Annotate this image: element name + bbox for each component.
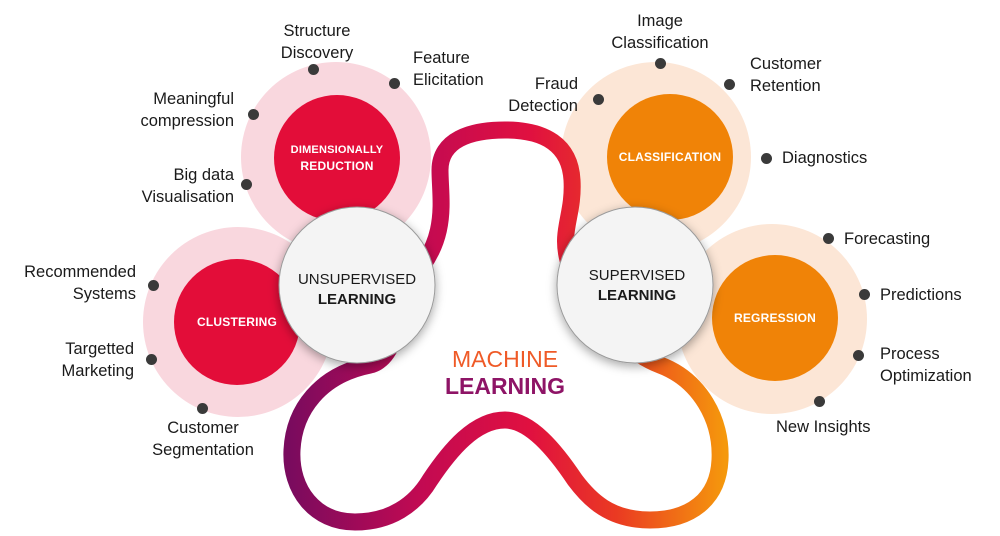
- label-line: compression: [140, 112, 234, 130]
- label-line: Meaningful: [153, 90, 234, 108]
- title-line2: LEARNING: [444, 373, 566, 399]
- regression-label: REGRESSION: [733, 311, 816, 325]
- regression-circle: [712, 255, 838, 381]
- label-structure-discovery: Structure Discovery: [262, 20, 372, 64]
- unsupervised-hub: [278, 206, 436, 364]
- unsupervised-hub-label: UNSUPERVISED LEARNING: [282, 270, 432, 310]
- dimensionality-label-line1: DIMENSIONALLY: [290, 144, 384, 156]
- label-line: Discovery: [280, 44, 354, 62]
- label-new-insights: New Insights: [776, 416, 870, 438]
- dimensionality-label-line2: REDUCTION: [300, 159, 374, 173]
- label-customer-segmentation: Customer Segmentation: [142, 417, 264, 461]
- label-diagnostics: Diagnostics: [782, 147, 867, 169]
- central-loop-path: [283, 121, 729, 531]
- dot-customer-retention: [724, 79, 735, 90]
- label-line: Targetted: [65, 340, 134, 358]
- label-big-data-visualisation: Big data Visualisation: [100, 164, 234, 208]
- label-line: Recommended: [24, 263, 136, 281]
- supervised-line2: LEARNING: [597, 287, 677, 304]
- dot-targetted-marketing: [146, 354, 157, 365]
- clustering-label: CLUSTERING: [197, 315, 277, 329]
- label-line: Forecasting: [844, 230, 931, 248]
- dot-new-insights: [814, 396, 825, 407]
- label-forecasting: Forecasting: [844, 228, 930, 250]
- label-line: Retention: [750, 77, 821, 95]
- label-line: New Insights: [776, 418, 871, 436]
- label-line: Visualisation: [141, 188, 234, 206]
- classification-label: CLASSIFICATION: [618, 150, 722, 164]
- supervised-line1: SUPERVISED: [588, 267, 686, 284]
- label-recommended-systems: Recommended Systems: [0, 261, 136, 305]
- dimensionality-circle: [274, 95, 400, 221]
- dot-big-data-visualisation: [241, 179, 252, 190]
- label-line: Customer: [167, 419, 239, 437]
- dot-image-classification: [655, 58, 666, 69]
- dot-meaningful-compression: [248, 109, 259, 120]
- dot-recommended-systems: [148, 280, 159, 291]
- label-fraud-detection: Fraud Detection: [480, 73, 578, 117]
- dot-fraud-detection: [593, 94, 604, 105]
- classification-circle: [607, 94, 733, 220]
- unsupervised-line1: UNSUPERVISED: [297, 271, 417, 288]
- label-line: Structure: [283, 22, 351, 40]
- label-line: Big data: [173, 166, 234, 184]
- clustering-circle: [174, 259, 300, 385]
- label-line: Classification: [611, 34, 709, 52]
- label-predictions: Predictions: [880, 284, 962, 306]
- dot-feature-elicitation: [389, 78, 400, 89]
- dot-predictions: [859, 289, 870, 300]
- supervised-hub: [556, 206, 714, 364]
- label-customer-retention: Customer Retention: [750, 53, 822, 97]
- diagram-title: MACHINE LEARNING: [430, 346, 580, 400]
- dot-forecasting: [823, 233, 834, 244]
- dot-customer-segmentation: [197, 403, 208, 414]
- label-feature-elicitation: Feature Elicitation: [413, 47, 484, 91]
- label-meaningful-compression: Meaningful compression: [100, 88, 234, 132]
- label-line: Optimization: [880, 367, 972, 385]
- label-line: Systems: [72, 285, 136, 303]
- label-line: Segmentation: [152, 441, 254, 459]
- label-line: Detection: [508, 97, 578, 115]
- supervised-hub-label: SUPERVISED LEARNING: [562, 266, 712, 306]
- label-process-optimization: Process Optimization: [880, 343, 972, 387]
- label-line: Customer: [750, 55, 822, 73]
- label-line: Predictions: [880, 286, 962, 304]
- dot-diagnostics: [761, 153, 772, 164]
- label-image-classification: Image Classification: [605, 10, 715, 54]
- label-line: Image: [637, 12, 683, 30]
- label-line: Feature: [413, 49, 470, 67]
- unsupervised-line2: LEARNING: [317, 291, 397, 308]
- dimensionality-label: DIMENSIONALLY REDUCTION: [277, 142, 397, 174]
- label-targetted-marketing: Targetted Marketing: [0, 338, 134, 382]
- dot-structure-discovery: [308, 64, 319, 75]
- dot-process-optimization: [853, 350, 864, 361]
- label-line: Diagnostics: [782, 149, 868, 167]
- label-line: Process: [880, 345, 940, 363]
- label-line: Elicitation: [413, 71, 484, 89]
- label-line: Marketing: [61, 362, 134, 380]
- title-line1: MACHINE: [451, 346, 559, 372]
- label-line: Fraud: [534, 75, 578, 93]
